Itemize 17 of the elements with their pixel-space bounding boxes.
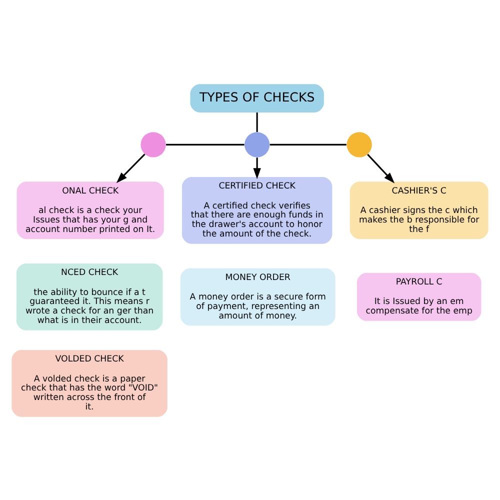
node-circle bbox=[346, 132, 372, 157]
node-circle bbox=[140, 132, 166, 157]
node-circle bbox=[244, 132, 270, 157]
connector bbox=[166, 143, 244, 145]
connector bbox=[270, 143, 346, 145]
connector bbox=[256, 112, 258, 132]
node-box: CASHIER'S C A cashier signs the c which makes the b responsible for the f bbox=[350, 181, 488, 239]
node-box: NCED CHECK the ability to bounce if a t guaranteed it. This means r wrote a check for an ger than what is in their account. bbox=[16, 262, 163, 330]
node-box: ONAL CHECK al check is a check your Issues that has your g and account number printed on It. bbox=[16, 181, 164, 239]
arrow bbox=[116, 153, 146, 183]
node-box: PAYROLL C It is Issued by an em compensate for the emp bbox=[356, 272, 482, 320]
arrow bbox=[253, 157, 261, 179]
node-box: CERTIFIED CHECK A certified check verifies that there are enough funds in the drawer's account to honor the amount of the check. bbox=[182, 176, 332, 244]
arrow bbox=[367, 153, 395, 183]
node-box: TYPES OF CHECKS bbox=[190, 84, 324, 112]
node-box: MONEY ORDER A money order is a secure form of payment, representing an amount of money. bbox=[180, 268, 336, 326]
node-box: VOLDED CHECK A volded check is a paper check that has the word "VOID" written across the front of it. bbox=[12, 350, 168, 416]
